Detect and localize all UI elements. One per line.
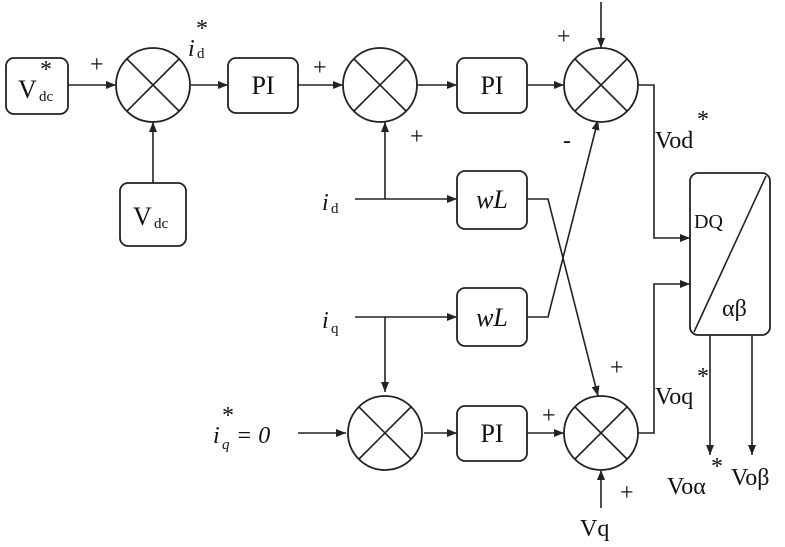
sum-q-voltage bbox=[563, 395, 639, 471]
svg-text:Voq: Voq bbox=[655, 384, 693, 410]
wl-d-block: wL bbox=[456, 170, 528, 230]
svg-text:*: * bbox=[40, 57, 52, 83]
svg-text:i: i bbox=[213, 423, 220, 449]
svg-text:wL: wL bbox=[476, 185, 508, 214]
label-vq: Vq bbox=[580, 516, 609, 542]
svg-text:*: * bbox=[697, 364, 709, 390]
svg-text:i: i bbox=[322, 190, 329, 216]
sum-q-current bbox=[347, 395, 423, 471]
wire-wld-cross-to-sum5 bbox=[527, 198, 600, 397]
svg-text:*: * bbox=[196, 16, 208, 42]
svg-text:V: V bbox=[18, 75, 37, 104]
sign-sum3-top: + bbox=[557, 24, 571, 50]
svg-text:d: d bbox=[331, 201, 339, 217]
pi-d-block: PI bbox=[456, 57, 528, 114]
label-voalpha-ref: Voα * bbox=[667, 454, 723, 500]
sum-d-current bbox=[342, 47, 418, 123]
pi-q-block: PI bbox=[456, 405, 528, 462]
sign-sum5-cross: + bbox=[610, 355, 624, 381]
svg-text:dc: dc bbox=[39, 89, 54, 105]
svg-text:Voα: Voα bbox=[667, 474, 706, 500]
label-vobeta: Voβ bbox=[731, 465, 769, 491]
wire-wlq-cross-to-sum3 bbox=[527, 119, 600, 318]
vdc-ref-block: V dc * bbox=[5, 57, 69, 115]
label-voq-ref: Voq * bbox=[655, 364, 709, 410]
pi-outer-block: PI bbox=[227, 57, 299, 114]
label-id-input: i d bbox=[322, 190, 339, 217]
sum-d-voltage bbox=[563, 47, 639, 123]
svg-text:q: q bbox=[222, 437, 230, 453]
svg-text:αβ: αβ bbox=[722, 296, 747, 322]
wire-vod-to-transform bbox=[638, 84, 690, 242]
svg-text:q: q bbox=[331, 321, 339, 337]
sign-sum2-ref: + bbox=[313, 55, 327, 81]
sign-sum5-bottom: + bbox=[620, 480, 634, 506]
svg-text:Vod: Vod bbox=[655, 128, 693, 154]
sum-dc bbox=[115, 47, 191, 123]
svg-text:PI: PI bbox=[480, 71, 503, 100]
svg-text:DQ: DQ bbox=[694, 211, 723, 233]
svg-text:*: * bbox=[711, 454, 723, 480]
label-iq-ref: i q * = 0 bbox=[213, 403, 270, 453]
svg-text:V: V bbox=[133, 202, 152, 231]
label-iq-input: i q bbox=[322, 308, 339, 337]
svg-text:= 0: = 0 bbox=[236, 423, 270, 449]
svg-text:PI: PI bbox=[480, 419, 503, 448]
svg-text:wL: wL bbox=[476, 303, 508, 332]
sign-sum1-ref: + bbox=[90, 52, 104, 78]
wires bbox=[68, 2, 756, 508]
wl-q-block: wL bbox=[456, 287, 528, 347]
sign-sum3-cross: - bbox=[563, 128, 571, 154]
svg-text:i: i bbox=[188, 36, 195, 62]
sign-sum5-pi: + bbox=[542, 403, 556, 429]
svg-text:i: i bbox=[322, 308, 329, 334]
label-id-ref: i d * bbox=[188, 16, 208, 62]
vdc-measured-block: V dc bbox=[119, 182, 187, 247]
label-vod-ref: Vod * bbox=[655, 107, 709, 154]
svg-text:d: d bbox=[197, 46, 205, 62]
svg-text:*: * bbox=[222, 403, 234, 429]
svg-text:*: * bbox=[697, 107, 709, 133]
wire-voq-to-transform bbox=[638, 280, 690, 434]
svg-text:dc: dc bbox=[154, 216, 169, 232]
sign-sum2-feedback: + bbox=[410, 124, 424, 150]
svg-text:PI: PI bbox=[251, 71, 274, 100]
dq-alphabeta-transform-block: DQ αβ bbox=[689, 172, 771, 336]
